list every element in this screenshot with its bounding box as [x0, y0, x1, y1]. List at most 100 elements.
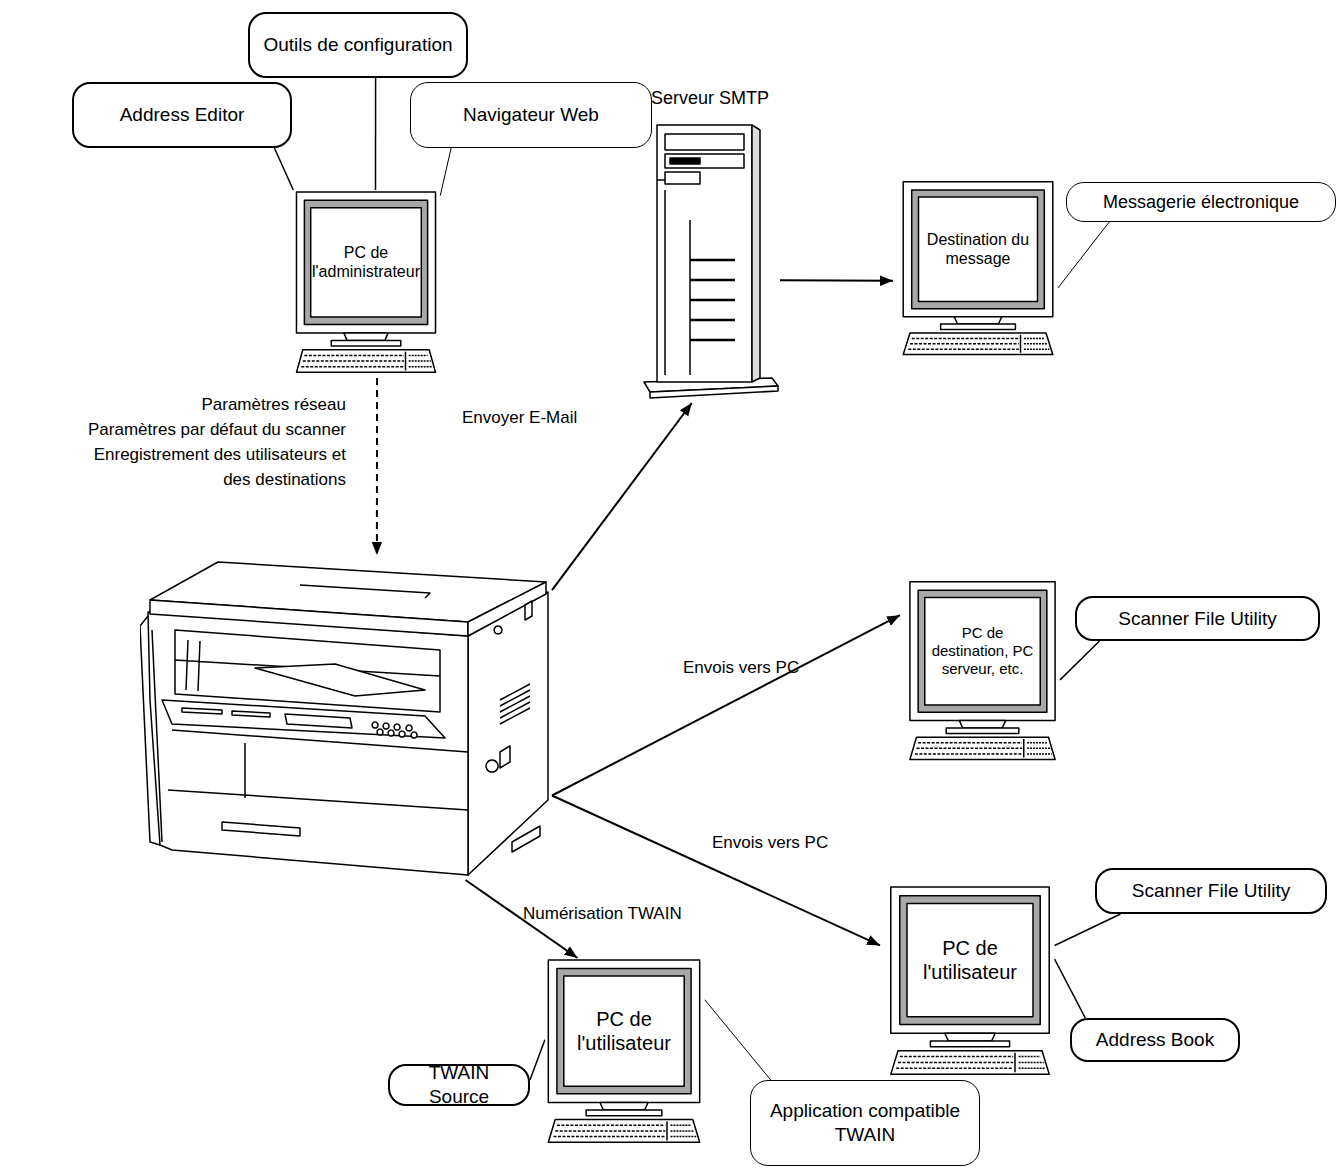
connector: [552, 403, 692, 590]
pc-label: PC de l'administrateur: [311, 243, 422, 281]
callout-bubble: Address Book: [1070, 1018, 1240, 1062]
monitor-part: [409, 355, 433, 366]
edge-label: Envois vers PC: [712, 833, 828, 853]
copier-part: [148, 612, 468, 875]
monitor-part: [918, 590, 1047, 712]
connector: [1055, 959, 1086, 1018]
callout-bubble: TWAIN Source: [388, 1064, 530, 1106]
copier-part: [494, 626, 502, 634]
connector-group: [274, 78, 1120, 1080]
monitor-part: [912, 190, 1045, 309]
note-text: Enregistrement des utilisateurs et des d…: [84, 442, 346, 492]
callout-bubble: Address Editor: [72, 82, 292, 148]
copier-part: [468, 592, 548, 875]
monitor-screen-text: PC de destination, PC serveur, etc.: [925, 599, 1041, 704]
pc-label: PC de l'utilisateur: [907, 936, 1033, 984]
connector: [1060, 641, 1099, 680]
copier-part: [486, 760, 498, 772]
edge-label: Envois vers PC: [683, 658, 799, 678]
monitor-part: [301, 355, 404, 366]
monitor-outline: [893, 180, 1063, 360]
monitor-part: [1019, 1057, 1046, 1069]
monitor-part: [891, 1051, 1049, 1074]
monitor-part: [304, 200, 427, 324]
copier-part: [285, 714, 352, 728]
computer-monitor: PC de l'utilisateur: [538, 958, 710, 1148]
server-label: Serveur SMTP: [610, 88, 810, 109]
monitor-screen-text: Destination du message: [919, 198, 1038, 301]
monitor-part: [908, 338, 1019, 349]
note-text: Paramètres par défaut du scanner: [46, 417, 346, 442]
pc-label: Destination du message: [919, 230, 1038, 268]
monitor-part: [941, 324, 1016, 329]
server-part: [665, 134, 744, 150]
copier-part: [222, 822, 300, 836]
callout-text: TWAIN Source: [398, 1061, 520, 1109]
callout-text: Navigateur Web: [463, 103, 599, 127]
connector: [552, 796, 880, 946]
monitor-part: [959, 721, 1005, 728]
copier-part: [468, 582, 546, 636]
monitor-part: [907, 904, 1033, 1017]
copier-part: [372, 722, 417, 738]
connector: [440, 148, 451, 196]
copier-outline: [140, 555, 552, 880]
copier-part: [500, 746, 510, 768]
monitor-part: [553, 1125, 665, 1136]
connector: [780, 279, 893, 282]
monitor-part: [1014, 1053, 1016, 1073]
monitor-part: [296, 192, 435, 333]
server-outline: [640, 120, 780, 403]
connector: [705, 1000, 771, 1080]
server-part: [650, 386, 778, 398]
monitor-part: [670, 1125, 696, 1136]
callout-text: Outils de configuration: [263, 33, 452, 57]
server-part: [657, 180, 690, 375]
callout-bubble: Scanner File Utility: [1075, 596, 1320, 641]
callout-text: Application compatible TWAIN: [759, 1099, 971, 1147]
monitor-part: [1023, 739, 1025, 758]
monitor-part: [548, 1120, 699, 1143]
copier-machine: [140, 555, 552, 880]
monitor-part: [910, 737, 1055, 759]
server-part: [665, 172, 700, 184]
monitor-part: [296, 350, 435, 373]
monitor-part: [331, 340, 401, 346]
monitor-part: [564, 976, 684, 1086]
computer-monitor: PC de l'utilisateur: [880, 885, 1060, 1080]
connector: [552, 615, 900, 795]
callout-bubble: Messagerie électronique: [1066, 182, 1336, 222]
server-part: [690, 260, 735, 340]
server-part: [670, 158, 700, 164]
monitor-part: [903, 333, 1053, 355]
callout-text: Address Book: [1096, 1028, 1214, 1052]
callout-text: Address Editor: [120, 103, 245, 127]
monitor-part: [586, 1110, 662, 1116]
monitor-part: [311, 208, 422, 317]
connector: [274, 148, 293, 190]
monitor-part: [945, 1033, 995, 1041]
monitor-part: [344, 333, 388, 341]
connector: [376, 378, 378, 555]
computer-monitor: PC de destination, PC serveur, etc.: [900, 580, 1065, 765]
monitor-screen-text: PC de l'utilisateur: [907, 905, 1033, 1016]
monitor-part: [903, 182, 1053, 317]
monitor-part: [1024, 338, 1050, 349]
computer-monitor: PC de l'administrateur: [287, 190, 445, 378]
monitor-part: [900, 896, 1040, 1025]
monitor-outline: [287, 190, 445, 378]
callout-bubble: Scanner File Utility: [1095, 868, 1327, 914]
monitor-part: [1020, 335, 1022, 353]
callout-bubble: Outils de configuration: [248, 12, 468, 78]
copier-part: [150, 600, 468, 636]
callout-bubble: Application compatible TWAIN: [750, 1080, 980, 1166]
copier-part: [255, 664, 425, 696]
monitor-part: [925, 598, 1041, 705]
computer-monitor: Destination du message: [893, 180, 1063, 360]
monitor-screen-text: PC de l'utilisateur: [564, 977, 684, 1085]
connector: [1055, 914, 1121, 945]
edge-label: Envoyer E-Mail: [462, 408, 577, 428]
monitor-part: [896, 1057, 1013, 1069]
